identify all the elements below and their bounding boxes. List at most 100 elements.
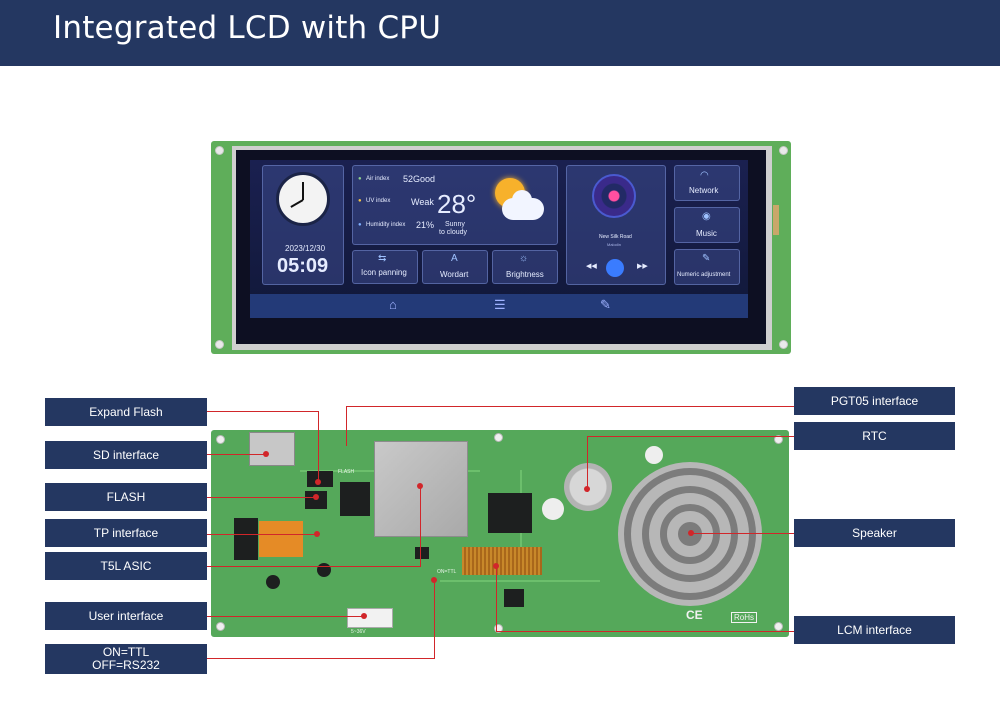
rohs-mark: RoHs — [731, 612, 758, 623]
leader-line — [496, 631, 794, 632]
leader-dot — [431, 577, 437, 583]
mount-hole — [215, 146, 224, 155]
uv-index-label: UV index — [366, 198, 391, 204]
screen-date: 2023/12/30 — [285, 244, 326, 253]
analog-clock-icon — [276, 172, 330, 226]
leader-dot — [263, 451, 269, 457]
label-tp-interface: TP interface — [45, 519, 207, 547]
label-expand-flash: Expand Flash — [45, 398, 207, 426]
sd-card-slot — [249, 432, 295, 466]
leader-line — [207, 534, 317, 535]
next-icon[interactable]: ▶▶ — [637, 263, 648, 270]
leader-line — [587, 436, 588, 492]
humidity-label: Humidity index — [366, 222, 406, 228]
label-user-interface: User interface — [45, 602, 207, 630]
humidity-icon: ● — [358, 222, 362, 228]
crystal — [542, 498, 564, 520]
leader-line — [318, 411, 319, 482]
leader-line — [346, 406, 794, 407]
leader-dot — [493, 563, 499, 569]
mount-hole — [494, 624, 503, 633]
song-title: New Silk Road — [599, 234, 632, 240]
home-icon[interactable]: ⌂ — [389, 297, 397, 312]
humidity-value: 21% — [416, 220, 435, 230]
regulator-chip — [504, 589, 524, 607]
tp-flex-cable — [259, 521, 303, 557]
leader-dot — [417, 483, 423, 489]
edit-icon[interactable]: ✎ — [600, 297, 611, 312]
numeric-adjustment-button[interactable] — [674, 249, 740, 285]
leader-line — [207, 566, 420, 567]
mount-hole — [774, 435, 783, 444]
leader-line — [207, 497, 316, 498]
side-connector — [773, 205, 779, 235]
pcb-trace — [440, 580, 600, 582]
leader-line — [207, 616, 364, 617]
uv-index-value: Weak — [411, 197, 434, 207]
network-button[interactable] — [674, 165, 740, 201]
leader-dot — [361, 613, 367, 619]
flash-chip — [340, 482, 370, 516]
mount-hole — [216, 435, 225, 444]
mount-hole — [494, 433, 503, 442]
speaker-grille — [618, 462, 762, 606]
previous-icon[interactable]: ◀◀ — [586, 263, 597, 270]
song-artist: Malodin — [607, 242, 622, 247]
label-t5l-asic: T5L ASIC — [45, 552, 207, 580]
play-button-icon[interactable] — [606, 259, 624, 277]
lcm-fpc-connector — [462, 547, 542, 575]
ce-mark: CE — [686, 608, 703, 622]
numeric-adjustment-label: Numeric adjustment — [677, 272, 731, 278]
leader-dot — [314, 531, 320, 537]
icon-panning-label: Icon panning — [361, 268, 407, 277]
t5l-asic-shield — [374, 441, 468, 537]
list-icon[interactable]: ☰ — [494, 297, 506, 312]
screen-nav-bar — [250, 294, 748, 318]
label-rtc: RTC — [794, 422, 955, 450]
leader-dot — [584, 486, 590, 492]
music-disc-icon — [592, 174, 636, 218]
label-on-ttl: ON=TTL — [102, 645, 150, 659]
uv-index-icon: ● — [358, 198, 362, 204]
driver-chip — [488, 493, 532, 533]
mount-hole — [216, 622, 225, 631]
temperature-value: 28° — [437, 189, 477, 219]
screen-time: 05:09 — [277, 255, 329, 277]
label-flash: FLASH — [45, 483, 207, 511]
flash-silkscreen: FLASH — [338, 469, 355, 475]
leader-line — [434, 580, 435, 659]
brightness-button[interactable] — [492, 250, 558, 284]
ttl-silkscreen: ON=TTL — [437, 569, 457, 575]
mount-hole — [779, 146, 788, 155]
flash-chip-small — [305, 491, 327, 509]
pencil-icon: ✎ — [702, 253, 711, 264]
wordart-button[interactable] — [422, 250, 488, 284]
label-ttl-rs232: ON=TTL OFF=RS232 — [45, 644, 207, 674]
leader-line — [691, 533, 794, 534]
label-sd-interface: SD interface — [45, 441, 207, 469]
wifi-icon: ◠ — [700, 170, 709, 181]
page-title: Integrated LCD with CPU — [53, 10, 442, 46]
leader-dot — [688, 530, 694, 536]
network-label: Network — [689, 186, 719, 195]
panning-icon: ⇆ — [378, 253, 387, 264]
brightness-label: Brightness — [506, 270, 544, 279]
user-interface-connector — [347, 608, 393, 628]
small-component — [415, 547, 429, 559]
music-label: Music — [696, 229, 717, 238]
air-index-icon: ● — [358, 176, 362, 182]
weather-line-1: Sunny — [445, 221, 465, 228]
weather-line-2: to cloudy — [439, 229, 468, 236]
capacitor — [266, 575, 280, 589]
label-off-rs232: OFF=RS232 — [92, 658, 160, 672]
mount-hole — [774, 622, 783, 631]
header-bar: Integrated LCD with CPU — [0, 0, 1000, 66]
label-lcm-interface: LCM interface — [794, 616, 955, 644]
tp-connector — [234, 518, 258, 560]
leader-line — [496, 566, 497, 632]
voltage-silkscreen: 5~36V — [351, 629, 366, 635]
icon-panning-button[interactable] — [352, 250, 418, 284]
label-speaker: Speaker — [794, 519, 955, 547]
leader-line — [587, 436, 794, 437]
music-button[interactable] — [674, 207, 740, 243]
